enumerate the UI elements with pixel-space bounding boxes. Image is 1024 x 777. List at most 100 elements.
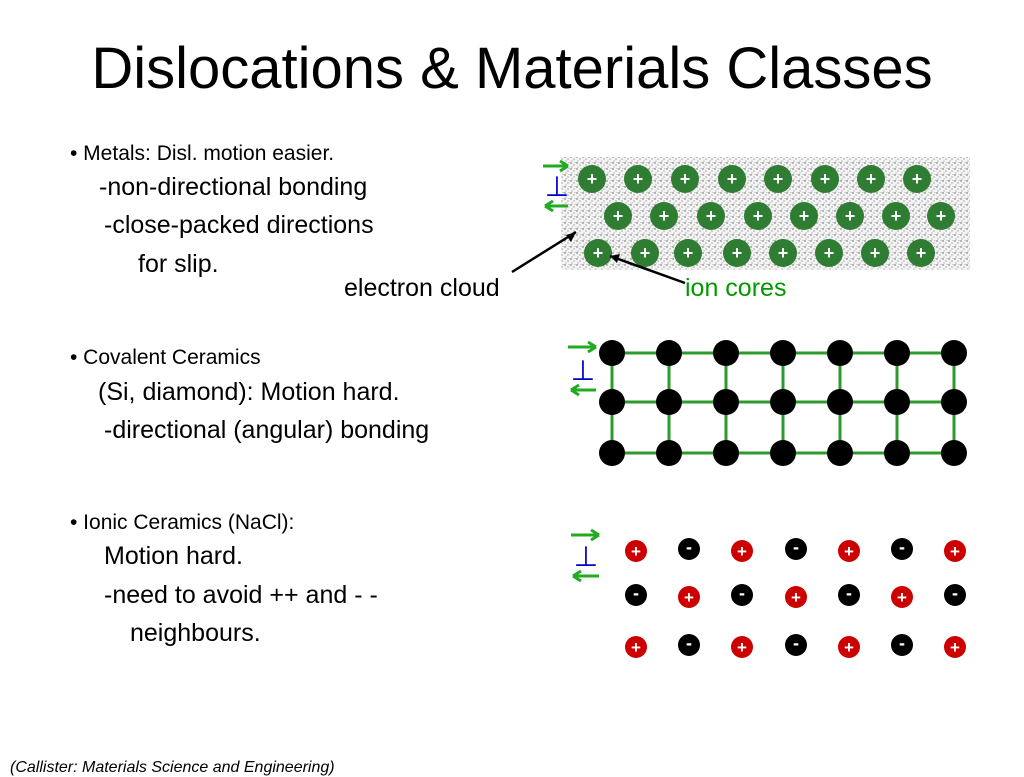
covalent-atom [884, 440, 910, 466]
metal-ion-core: + [861, 239, 889, 267]
anion: - [785, 633, 807, 656]
anion-sign: - [846, 583, 852, 603]
ion-cores-label: ion cores [685, 274, 787, 302]
cation: + [625, 636, 647, 658]
ion-core-sign: + [683, 243, 694, 263]
covalent-atom [713, 340, 739, 366]
ionic-ions: +-+-+-+-+-+-+-+-+-+-+ [625, 537, 966, 658]
anion: - [891, 633, 913, 656]
metals-dislocation-symbol: ⊥ [545, 171, 569, 202]
covalent-atom [599, 440, 625, 466]
ion-core-sign: + [845, 206, 856, 226]
citation: (Callister: Materials Science and Engine… [10, 759, 335, 776]
cation: + [731, 540, 753, 562]
anion: - [678, 537, 700, 560]
covalent-atom [656, 389, 682, 415]
cation-sign: + [631, 542, 641, 561]
covalent-atom [770, 389, 796, 415]
covalent-atom [770, 340, 796, 366]
anion: - [944, 583, 966, 606]
covalent-atom [656, 340, 682, 366]
covalent-bonds [610, 351, 956, 455]
metal-ion-core: + [744, 202, 772, 230]
metal-ion-core: + [697, 202, 725, 230]
ion-core-sign: + [820, 169, 831, 189]
cation: + [944, 540, 966, 562]
metal-ion-core: + [674, 239, 702, 267]
cation: + [678, 586, 700, 608]
covalent-atom [827, 340, 853, 366]
ion-core-sign: + [593, 243, 604, 263]
ion-core-sign: + [916, 243, 927, 263]
anion: - [838, 583, 860, 606]
ion-core-sign: + [587, 169, 598, 189]
anion: - [625, 583, 647, 606]
anion-sign: - [633, 583, 639, 603]
ion-core-sign: + [727, 169, 738, 189]
electron-cloud-pointer [511, 230, 577, 274]
anion: - [731, 583, 753, 606]
covalent-atom [656, 440, 682, 466]
covalent-atom [770, 440, 796, 466]
electron-cloud [561, 157, 970, 270]
slide-title: Dislocations & Materials Classes [91, 36, 933, 101]
ion-core-sign: + [799, 206, 810, 226]
ion-core-sign: + [773, 169, 784, 189]
anion: - [891, 537, 913, 560]
ionic-dislocation-symbol: ⊥ [574, 541, 598, 572]
metal-ion-core: + [718, 165, 746, 193]
cation: + [891, 586, 913, 608]
ionic-bullet: • Ionic Ceramics (NaCl): [70, 511, 295, 534]
anion: - [678, 633, 700, 656]
metal-ion-core: + [671, 165, 699, 193]
covalent-atom [713, 440, 739, 466]
ion-core-sign: + [824, 243, 835, 263]
anion-sign: - [686, 633, 692, 653]
ion-core-sign: + [870, 243, 881, 263]
ion-core-sign: + [640, 243, 651, 263]
cation-sign: + [844, 638, 854, 657]
ionic-dislocation: ⊥ [571, 528, 600, 583]
covalent-atom [941, 440, 967, 466]
ion-core-sign: + [706, 206, 717, 226]
covalent-atom [599, 340, 625, 366]
metal-ion-core: + [857, 165, 885, 193]
covalent-atom [941, 389, 967, 415]
cation: + [731, 636, 753, 658]
metal-ion-core: + [882, 202, 910, 230]
covalent-atom [884, 340, 910, 366]
ionic-line-1: Motion hard. [104, 542, 243, 570]
ion-core-sign: + [680, 169, 691, 189]
metal-ion-core: + [604, 202, 632, 230]
electron-cloud-label: electron cloud [344, 274, 500, 302]
cation-sign: + [844, 542, 854, 561]
covalent-atoms [599, 340, 967, 466]
covalent-dislocation-symbol: ⊥ [571, 355, 595, 386]
metal-ion-core: + [723, 239, 751, 267]
metal-ion-core: + [764, 165, 792, 193]
metal-ion-core: + [927, 202, 955, 230]
cation-sign: + [631, 638, 641, 657]
ion-core-sign: + [633, 169, 644, 189]
metal-ion-core: + [903, 165, 931, 193]
metal-ion-core: + [907, 239, 935, 267]
metal-ion-core: + [769, 239, 797, 267]
cation: + [838, 540, 860, 562]
covalent-atom [941, 340, 967, 366]
covalent-dislocation: ⊥ [568, 340, 597, 397]
covalent-atom [713, 389, 739, 415]
anion-sign: - [793, 537, 799, 557]
anion-sign: - [899, 537, 905, 557]
metals-dislocation: ⊥ [543, 159, 569, 213]
metals-bullet: • Metals: Disl. motion easier. [70, 142, 335, 165]
covalent-diagram: ⊥ [568, 340, 967, 466]
metal-ion-core: + [584, 239, 612, 267]
ion-core-sign: + [936, 206, 947, 226]
metal-ion-core: + [650, 202, 678, 230]
metal-ion-core: + [790, 202, 818, 230]
ion-core-sign: + [613, 206, 624, 226]
anion-sign: - [899, 633, 905, 653]
ion-core-sign: + [866, 169, 877, 189]
metal-ion-core: + [811, 165, 839, 193]
ionic-line-3: neighbours. [130, 619, 261, 647]
